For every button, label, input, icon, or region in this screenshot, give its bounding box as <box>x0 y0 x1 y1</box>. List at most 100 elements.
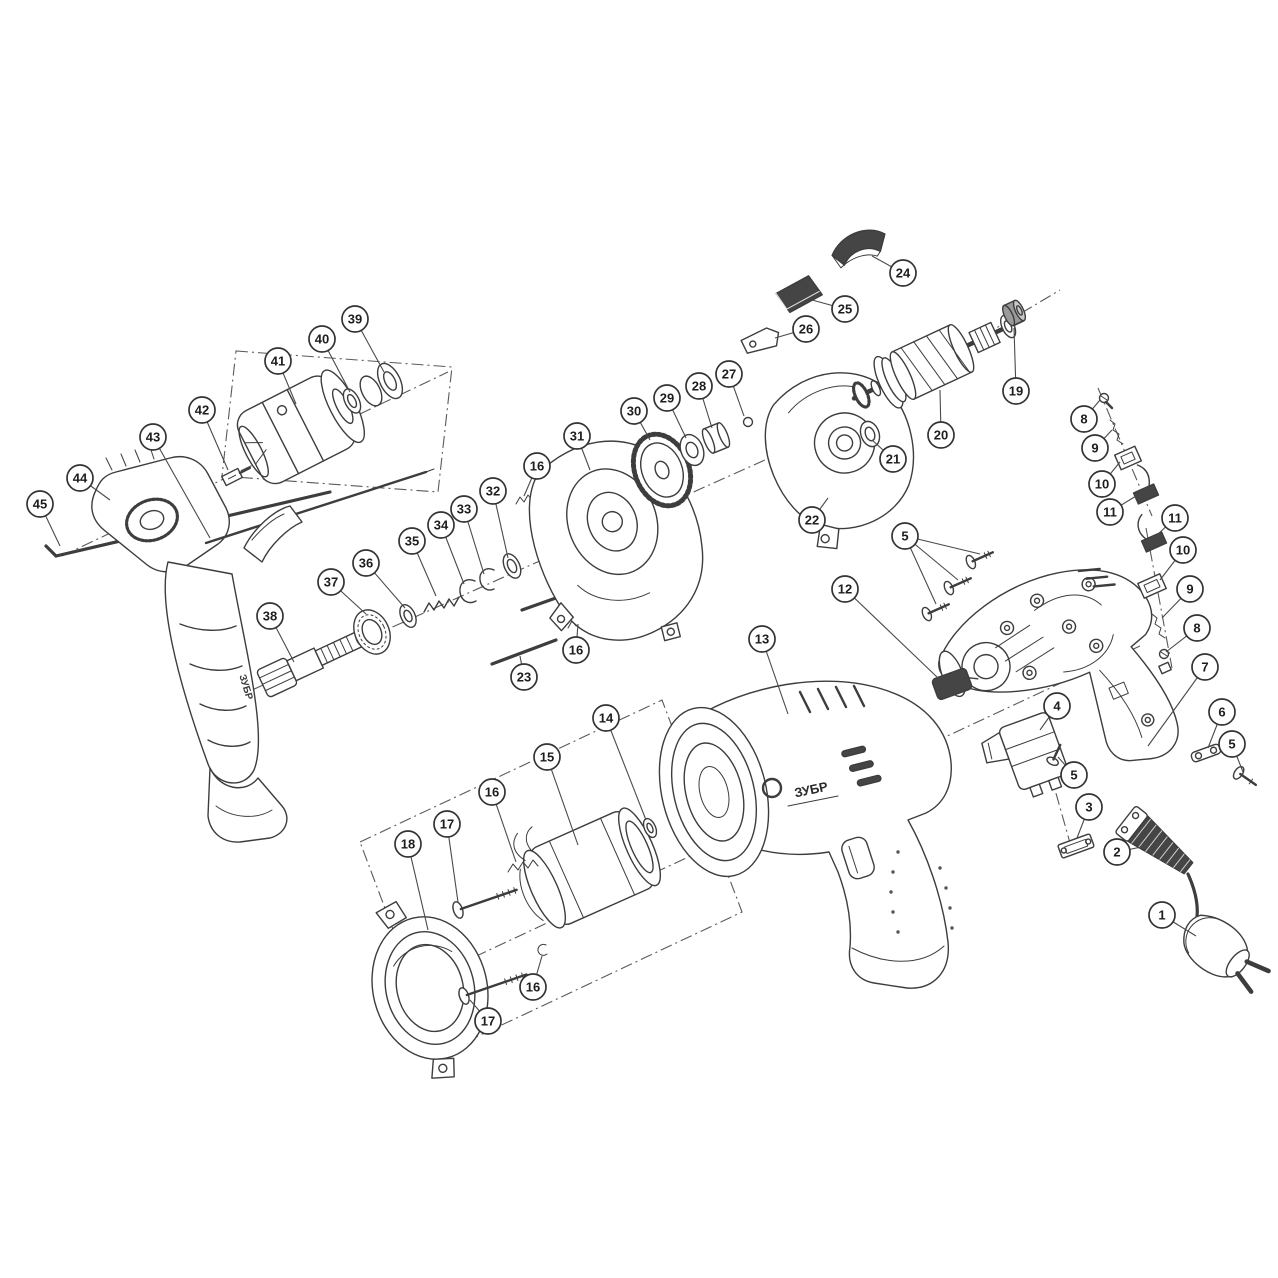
callout-39: 39 <box>341 305 369 333</box>
callout-11: 11 <box>1161 504 1189 532</box>
callout-circle <box>1081 434 1109 462</box>
callout-circle <box>352 549 380 577</box>
callout-number: 17 <box>481 1014 495 1029</box>
callout-circle <box>427 511 455 539</box>
part-assembly-screws <box>452 887 528 1005</box>
callout-number: 34 <box>434 518 449 533</box>
callout-number: 10 <box>1095 477 1109 492</box>
callout-16: 16 <box>562 636 590 664</box>
callout-circle <box>433 810 461 838</box>
part-circlip-33 <box>479 568 495 591</box>
callout-17: 17 <box>433 810 461 838</box>
part-spindle-bearing <box>353 609 391 655</box>
callout-41: 41 <box>264 347 292 375</box>
callout-number: 10 <box>1176 543 1190 558</box>
callout-9: 9 <box>1176 575 1204 603</box>
callout-circle <box>792 315 820 343</box>
leader-line-43 <box>152 436 211 539</box>
callout-4: 4 <box>1043 692 1071 720</box>
leader-line-15 <box>546 756 579 846</box>
callout-circle <box>1070 405 1098 433</box>
callout-number: 11 <box>1168 511 1182 526</box>
callout-circle <box>317 568 345 596</box>
callout-circle <box>256 602 284 630</box>
callout-number: 20 <box>934 428 948 443</box>
callout-37: 37 <box>317 568 345 596</box>
part-housing-screws <box>921 550 994 622</box>
part-brush-kit-lower <box>1137 513 1172 675</box>
leader-line-12 <box>844 588 939 679</box>
callout-24: 24 <box>889 259 917 287</box>
callout-40: 40 <box>308 325 336 353</box>
callout-number: 40 <box>315 332 329 347</box>
callout-21: 21 <box>879 445 907 473</box>
part-power-plug <box>1183 872 1271 994</box>
callout-19: 19 <box>1002 377 1030 405</box>
part-collet-cone <box>243 505 303 563</box>
callout-12: 12 <box>831 575 859 603</box>
callout-circle <box>478 778 506 806</box>
callout-number: 17 <box>440 817 454 832</box>
callout-circle <box>831 295 859 323</box>
callout-number: 7 <box>1201 660 1208 675</box>
callout-43: 43 <box>139 423 167 451</box>
part-bushing-28 <box>701 422 731 454</box>
callout-circle <box>1103 838 1131 866</box>
callout-number: 8 <box>1193 621 1200 636</box>
callout-23: 23 <box>510 663 538 691</box>
callout-number: 30 <box>627 404 641 419</box>
part-spring-pin-16 <box>515 494 533 505</box>
callout-number: 35 <box>405 534 419 549</box>
callout-circle <box>308 325 336 353</box>
callout-number: 13 <box>755 632 769 647</box>
callout-14: 14 <box>592 704 620 732</box>
callout-circle <box>474 1007 502 1035</box>
callout-number: 2 <box>1113 845 1120 860</box>
callout-circle <box>1148 901 1176 929</box>
callout-16: 16 <box>478 778 506 806</box>
callout-circle <box>1096 498 1124 526</box>
part-clip-16d <box>537 943 548 956</box>
callout-25: 25 <box>831 295 859 323</box>
callout-44: 44 <box>66 464 94 492</box>
callout-15: 15 <box>533 743 561 771</box>
callout-circle <box>188 396 216 424</box>
callout-7: 7 <box>1191 653 1219 681</box>
callout-number: 19 <box>1009 384 1023 399</box>
callout-number: 38 <box>263 609 277 624</box>
callout-circle <box>479 477 507 505</box>
callout-circle <box>1043 692 1071 720</box>
callout-number: 21 <box>886 452 900 467</box>
callout-circle <box>831 575 859 603</box>
callout-circle <box>1088 470 1116 498</box>
part-chuck <box>236 369 366 485</box>
part-stator <box>513 807 662 929</box>
callout-36: 36 <box>352 549 380 577</box>
callout-number: 22 <box>805 513 819 528</box>
callout-42: 42 <box>188 396 216 424</box>
callout-circle <box>394 830 422 858</box>
part-ball-27 <box>742 416 754 428</box>
callout-circle <box>26 490 54 518</box>
callout-circle <box>1169 536 1197 564</box>
callout-circle <box>798 506 826 534</box>
callout-16: 16 <box>519 973 547 1001</box>
callout-circle <box>1191 653 1219 681</box>
callout-1: 1 <box>1148 901 1176 929</box>
callout-35: 35 <box>398 527 426 555</box>
callout-circle <box>533 743 561 771</box>
callout-number: 8 <box>1080 412 1087 427</box>
callout-11: 11 <box>1096 498 1124 526</box>
callout-circle <box>927 421 955 449</box>
callout-number: 16 <box>569 643 583 658</box>
callout-circle <box>715 360 743 388</box>
part-air-deflector <box>831 229 886 269</box>
callout-10: 10 <box>1169 536 1197 564</box>
part-capacitor <box>931 667 979 701</box>
callout-5: 5 <box>1218 730 1246 758</box>
callout-circle <box>1183 614 1211 642</box>
callout-number: 36 <box>359 556 373 571</box>
callout-number: 5 <box>901 529 908 544</box>
callout-number: 16 <box>485 785 499 800</box>
